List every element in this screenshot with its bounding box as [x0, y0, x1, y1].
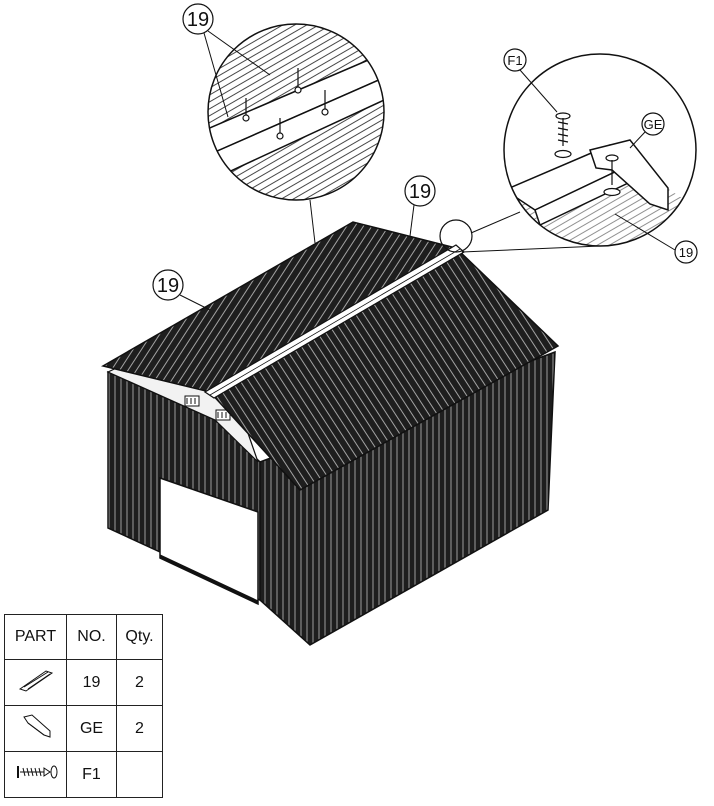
part-qty: 2 [116, 659, 163, 706]
svg-text:19: 19 [157, 275, 179, 297]
shed-front-wall [107, 370, 261, 606]
screws-top-detail [242, 68, 329, 140]
ridge-detail-marker [439, 219, 473, 253]
header-no: NO. [66, 614, 117, 660]
callout-roof-right: 19 [404, 175, 436, 237]
vent-right [215, 409, 231, 421]
svg-text:F1: F1 [507, 53, 522, 68]
callout-ge: GE [629, 112, 665, 149]
svg-text:19: 19 [409, 181, 431, 203]
part-no: 19 [66, 659, 117, 706]
gable-end-cap-icon [22, 714, 50, 738]
callout-roof-left: 19 [152, 269, 211, 311]
header-part: PART [4, 614, 67, 660]
table-row: GE 2 [4, 705, 163, 752]
vent-left [184, 395, 200, 407]
parts-table: PART NO. Qty. 19 2 GE 2 [4, 614, 163, 798]
svg-text:19: 19 [187, 9, 209, 31]
callout-top-detail: 19 [182, 3, 271, 118]
part-qty [116, 751, 163, 798]
callout-19-detail: 19 [614, 213, 698, 264]
roof-panel-icon [18, 670, 53, 692]
screw-washer-icon [16, 765, 57, 779]
door-opening [159, 476, 259, 606]
header-qty: Qty. [116, 614, 163, 660]
screw-f1-detail [554, 112, 621, 197]
svg-text:GE: GE [644, 117, 663, 132]
part-no: GE [66, 705, 117, 752]
table-row: F1 [4, 751, 163, 798]
table-row: 19 2 [4, 659, 163, 706]
detail-circle-top [207, 23, 385, 244]
callout-f1: F1 [503, 48, 558, 113]
part-no: F1 [66, 751, 117, 798]
parts-table-header: PART NO. Qty. [4, 614, 163, 660]
detail-circle-right [503, 53, 697, 247]
part-qty: 2 [116, 705, 163, 752]
svg-text:19: 19 [679, 245, 693, 260]
